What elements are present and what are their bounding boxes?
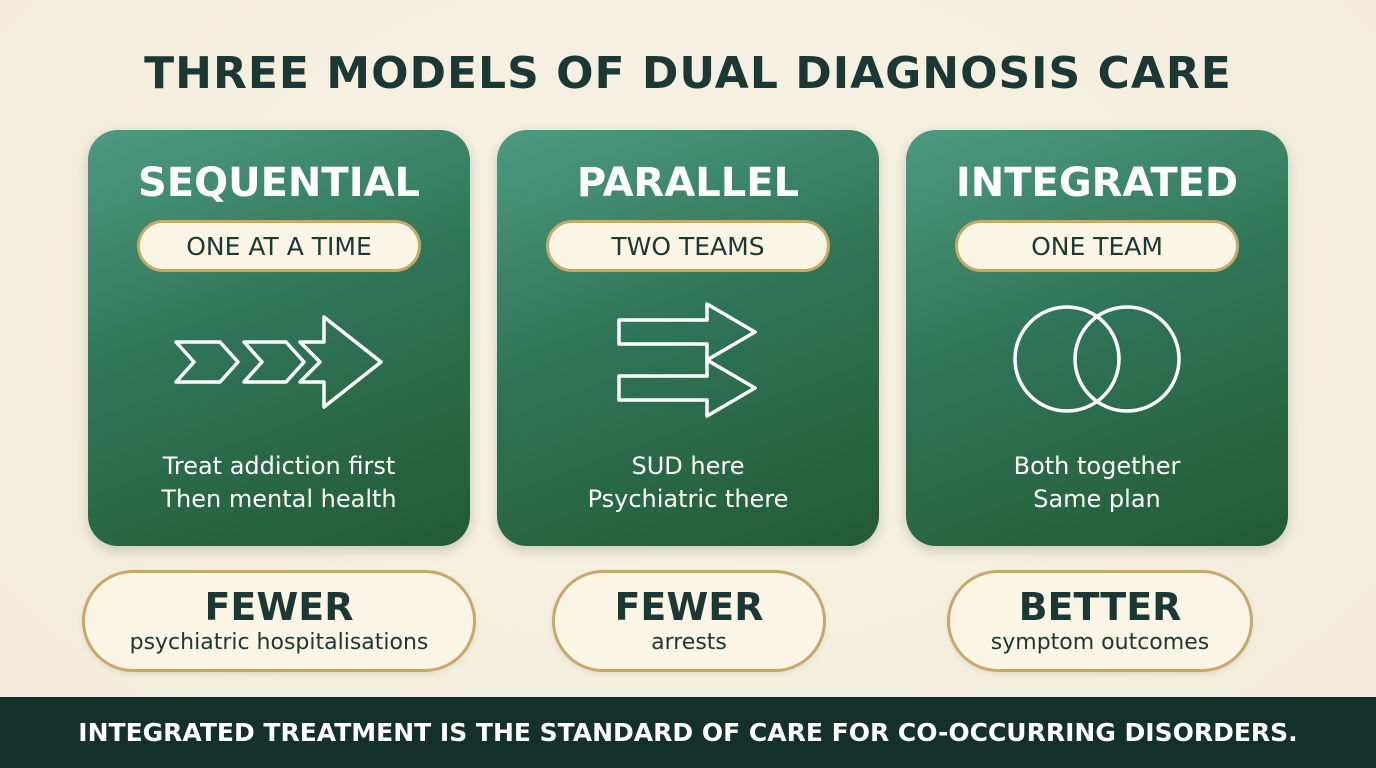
outcome-subtext: arrests: [651, 630, 727, 655]
card-description: SUD here Psychiatric there: [497, 450, 879, 516]
parallel-outcome: FEWER arrests: [552, 570, 826, 672]
description-line: SUD here: [631, 452, 745, 480]
card-tag: ONE TEAM: [955, 220, 1239, 272]
page-title: THREE MODELS OF DUAL DIAGNOSIS CARE: [144, 48, 1232, 99]
outcome-heading: BETTER: [1018, 585, 1182, 629]
card-title: PARALLEL: [576, 160, 800, 206]
description-line: Then mental health: [161, 485, 397, 513]
card-tag: ONE AT A TIME: [137, 220, 421, 272]
overlapping-circles-icon: [1013, 305, 1181, 413]
integrated-card: INTEGRATED ONE TEAM Both together Same p…: [906, 130, 1288, 546]
sequential-card: SEQUENTIAL ONE AT A TIME Treat addiction…: [88, 130, 470, 546]
parallel-arrows-icon: [617, 302, 757, 418]
integrated-outcome: BETTER symptom outcomes: [947, 570, 1253, 672]
outcome-heading: FEWER: [204, 585, 354, 629]
sequential-outcome: FEWER psychiatric hospitalisations: [82, 570, 476, 672]
description-line: Same plan: [1033, 485, 1161, 513]
footer-banner: INTEGRATED TREATMENT IS THE STANDARD OF …: [0, 697, 1376, 768]
card-description: Both together Same plan: [906, 450, 1288, 516]
outcome-subtext: psychiatric hospitalisations: [129, 630, 429, 655]
card-tag: TWO TEAMS: [546, 220, 830, 272]
description-line: Both together: [1013, 452, 1181, 480]
outcome-heading: FEWER: [614, 585, 764, 629]
chevron-arrows-icon: [174, 315, 383, 409]
description-line: Psychiatric there: [587, 485, 789, 513]
card-description: Treat addiction first Then mental health: [88, 450, 470, 516]
description-line: Treat addiction first: [162, 452, 396, 480]
parallel-card: PARALLEL TWO TEAMS SUD here Psychiatric …: [497, 130, 879, 546]
card-title: SEQUENTIAL: [137, 160, 421, 206]
card-title: INTEGRATED: [955, 160, 1239, 206]
outcome-subtext: symptom outcomes: [990, 630, 1210, 655]
